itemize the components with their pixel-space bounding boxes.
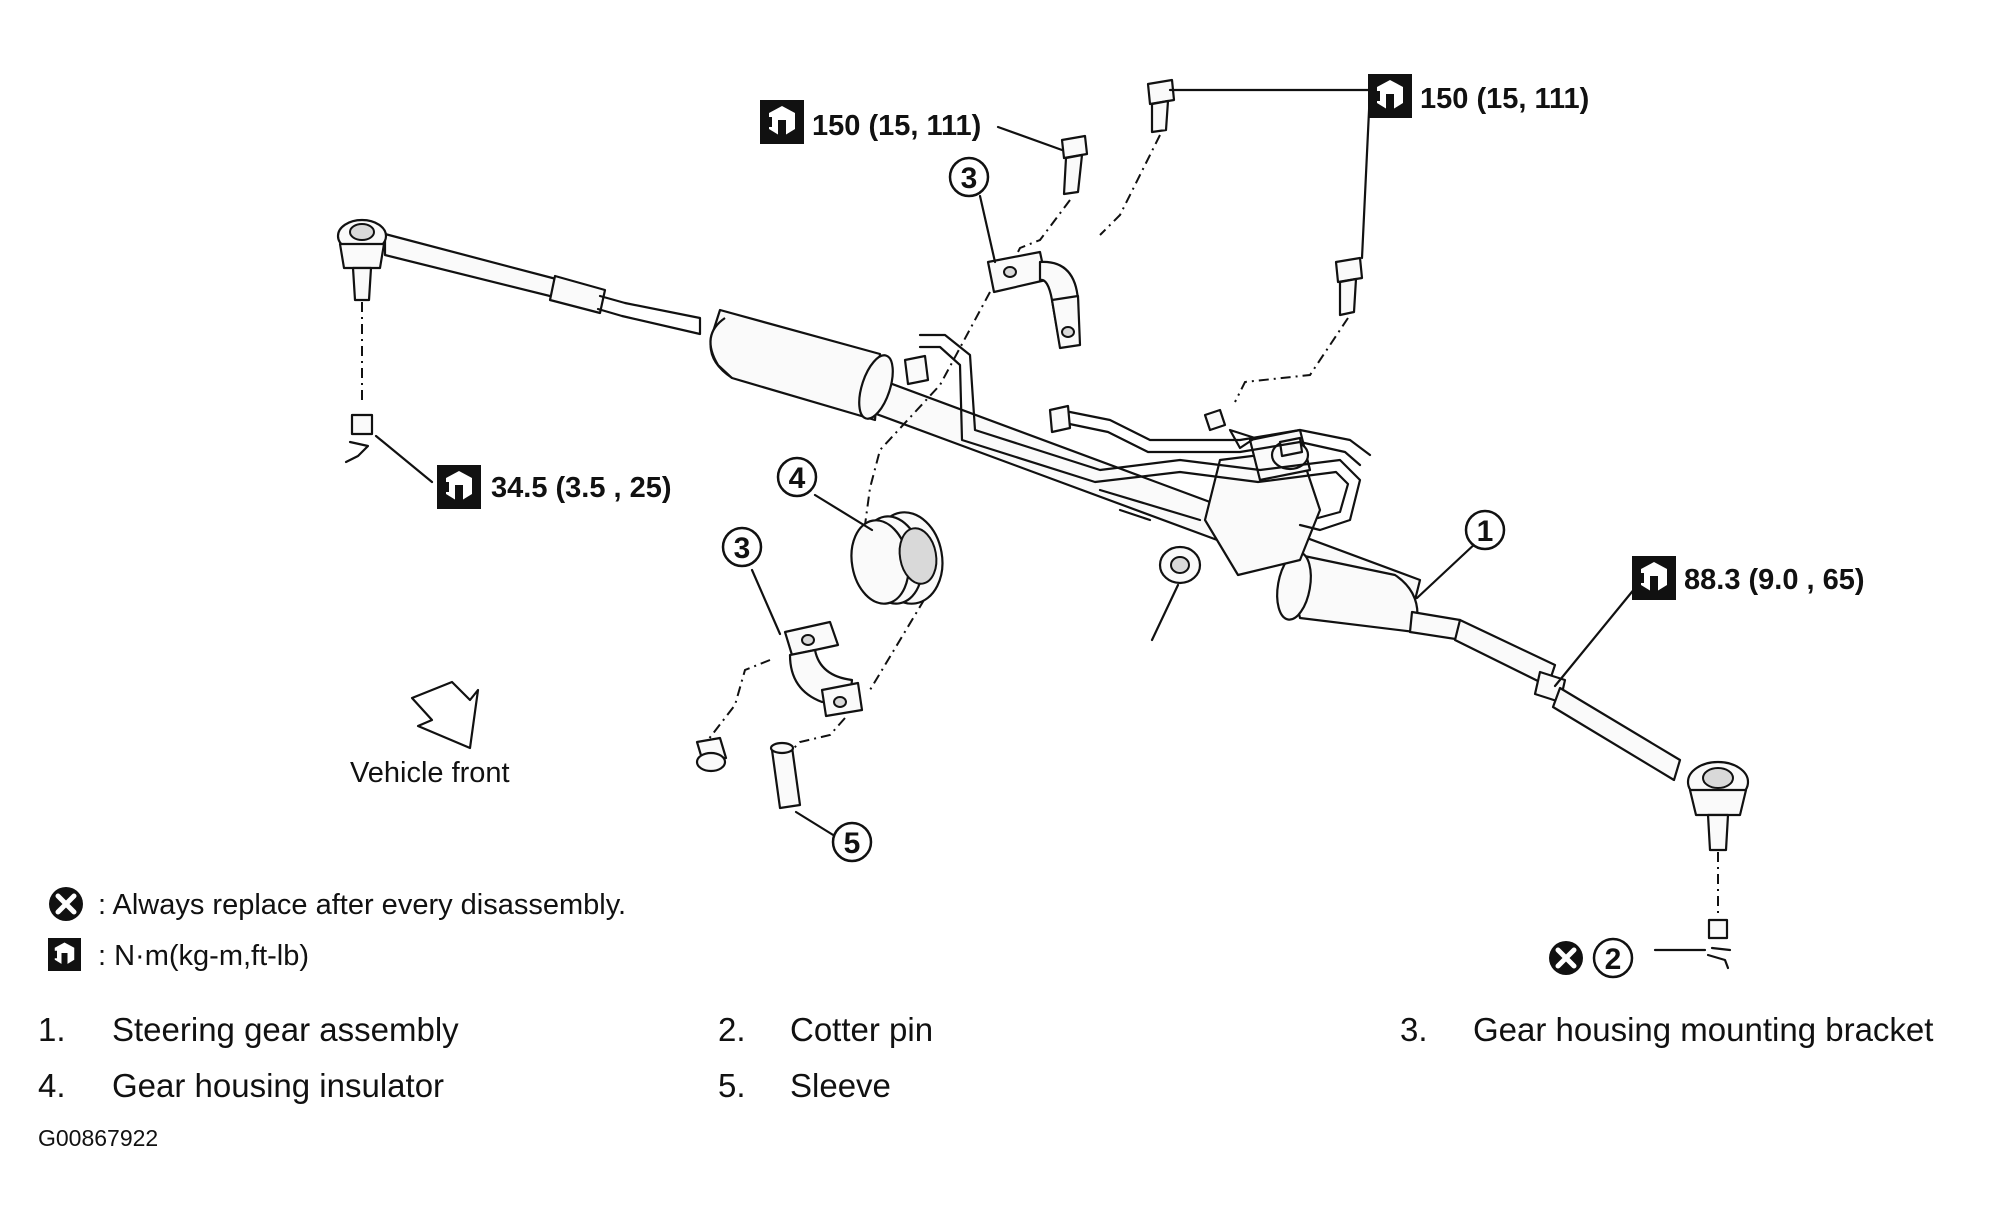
parts-list-item: 4. Gear housing insulator: [38, 1067, 444, 1104]
callout-number: 2: [1605, 943, 1622, 976]
svg-text:Gear housing mounting bracket: Gear housing mounting bracket: [1473, 1011, 1933, 1048]
figure-id: G00867922: [38, 1125, 158, 1151]
torque-value: 34.5 (3.5 , 25): [491, 472, 672, 504]
vehicle-front-indicator: Vehicle front: [350, 680, 510, 789]
svg-text:Sleeve: Sleeve: [790, 1067, 891, 1104]
torque-callout-bolt-right: 150 (15, 111): [1368, 74, 1589, 118]
svg-text:4.: 4.: [38, 1067, 66, 1104]
torque-wrench-icon: [1368, 74, 1412, 118]
svg-text:3.: 3.: [1400, 1011, 1428, 1048]
mounting-hardware: [695, 78, 1364, 810]
parts-list: 1. Steering gear assembly 2. Cotter pin …: [38, 1011, 1933, 1104]
always-replace-icon: [1549, 941, 1583, 975]
torque-callout-tie-rod-nut: 34.5 (3.5 , 25): [437, 465, 672, 509]
parts-list-item: 1. Steering gear assembly: [38, 1011, 459, 1048]
torque-value: 88.3 (9.0 , 65): [1684, 564, 1865, 596]
vehicle-front-label: Vehicle front: [350, 757, 510, 789]
legend-replace-text: : Always replace after every disassembly…: [98, 889, 626, 921]
torque-value: 150 (15, 111): [812, 110, 981, 142]
leader-lines: [374, 88, 1707, 952]
callout-4: 4: [776, 456, 818, 498]
parts-list-item: 3. Gear housing mounting bracket: [1400, 1011, 1933, 1048]
callout-number: 5: [844, 827, 861, 860]
vehicle-front-arrow-icon: [410, 680, 480, 750]
callout-1: 1: [1464, 509, 1506, 551]
callout-5: 5: [831, 821, 873, 863]
torque-wrench-icon: [760, 100, 804, 144]
torque-wrench-icon: [1632, 556, 1676, 600]
callout-number: 3: [734, 532, 751, 565]
callout-number: 3: [961, 162, 978, 195]
legend-torque-text: : N·m(kg-m,ft-lb): [98, 940, 309, 972]
callout-3-lower: 3: [721, 526, 763, 568]
torque-callout-tie-rod-locknut: 88.3 (9.0 , 65): [1632, 556, 1865, 600]
callout-3-upper: 3: [948, 156, 990, 198]
always-replace-icon: [49, 887, 83, 921]
parts-list-item: 5. Sleeve: [718, 1067, 891, 1104]
svg-text:2.: 2.: [718, 1011, 746, 1048]
callout-number: 4: [789, 462, 806, 495]
callout-2: 2: [1549, 937, 1634, 979]
svg-text:1.: 1.: [38, 1011, 66, 1048]
svg-text:5.: 5.: [718, 1067, 746, 1104]
torque-wrench-icon: [48, 938, 81, 971]
svg-text:Cotter pin: Cotter pin: [790, 1011, 933, 1048]
legend: : Always replace after every disassembly…: [48, 887, 626, 972]
steering-gear-assembly: [336, 218, 1750, 970]
torque-value: 150 (15, 111): [1420, 83, 1589, 115]
torque-callout-bolt-left: 150 (15, 111): [760, 100, 981, 144]
callout-number: 1: [1477, 515, 1494, 548]
svg-text:Steering gear assembly: Steering gear assembly: [112, 1011, 459, 1048]
parts-list-item: 2. Cotter pin: [718, 1011, 933, 1048]
torque-wrench-icon: [437, 465, 481, 509]
svg-text:Gear housing insulator: Gear housing insulator: [112, 1067, 444, 1104]
